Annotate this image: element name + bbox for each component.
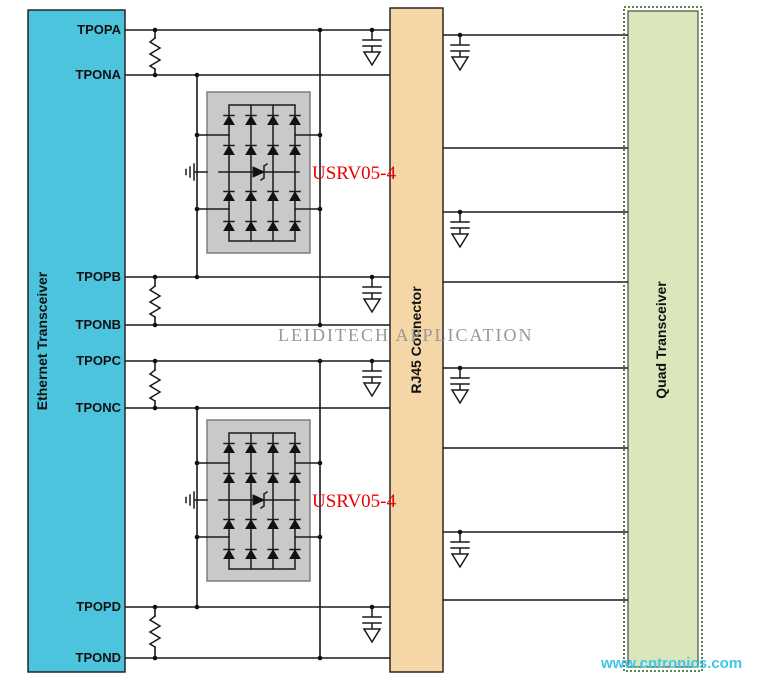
junction-dot bbox=[457, 529, 463, 535]
junction-dot bbox=[194, 405, 200, 411]
ethernet-transceiver-block: Ethernet Transceiver TPOPA TPONA TPOPB T… bbox=[27, 9, 126, 673]
junction-dot bbox=[194, 274, 200, 280]
tvs-bottom-part-number: USRV05-4 bbox=[312, 491, 396, 512]
tvs-array-bottom bbox=[185, 419, 321, 582]
junction-dot bbox=[152, 274, 158, 280]
watermark-site: www.cntronics.com bbox=[600, 655, 742, 672]
ethernet-pin-labels: TPOPA TPONA TPOPB TPONB TPOPC TPONC TPOP… bbox=[76, 22, 122, 665]
pin-label-tponb: TPONB bbox=[76, 317, 122, 332]
rj45-connector-label: RJ45 Connector bbox=[408, 286, 424, 394]
tvs-branch-wires bbox=[196, 29, 321, 659]
junction-dot bbox=[457, 209, 463, 215]
junction-dot bbox=[317, 27, 323, 33]
tvs-array-top bbox=[185, 91, 321, 254]
junction-dot bbox=[457, 32, 463, 38]
junction-dot bbox=[317, 206, 323, 212]
quad-transceiver-dotted-border bbox=[623, 6, 703, 672]
rj45-to-quad-wires bbox=[442, 34, 629, 601]
resistor-symbol bbox=[149, 369, 161, 402]
pin-label-tpopd: TPOPD bbox=[76, 599, 121, 614]
quad-transceiver-label: Quad Transceiver bbox=[653, 281, 669, 399]
quad-transceiver-body bbox=[627, 10, 699, 668]
junction-dot bbox=[317, 322, 323, 328]
capacitor-ground-icon bbox=[362, 29, 382, 66]
junction-dot bbox=[317, 358, 323, 364]
junction-dot bbox=[369, 274, 375, 280]
capacitor-ground-icon bbox=[362, 606, 382, 643]
junction-dot bbox=[369, 27, 375, 33]
capacitor-ground-icon bbox=[450, 531, 470, 568]
tvs-bottom-pin-stubs bbox=[196, 462, 321, 538]
ethernet-transceiver-label: Ethernet Transceiver bbox=[34, 271, 50, 410]
junction-dot bbox=[317, 132, 323, 138]
capacitor-ground-icon bbox=[450, 367, 470, 404]
resistor-symbol bbox=[149, 285, 161, 318]
tvs-top-pin-stubs bbox=[196, 134, 321, 210]
junction-dot bbox=[152, 27, 158, 33]
pin-label-tpond: TPOND bbox=[76, 650, 122, 665]
pin-label-tpopa: TPOPA bbox=[77, 22, 121, 37]
junction-dot bbox=[317, 534, 323, 540]
transceiver-to-rj45-wires bbox=[124, 29, 391, 659]
junction-dot bbox=[194, 460, 200, 466]
tvs-top-part-number: USRV05-4 bbox=[312, 163, 396, 184]
junction-dot bbox=[152, 405, 158, 411]
junction-dot bbox=[317, 655, 323, 661]
capacitor-ground-icon bbox=[450, 211, 470, 248]
junction-dot bbox=[152, 358, 158, 364]
ethernet-transceiver-body bbox=[27, 9, 126, 673]
capacitor-ground-icon bbox=[362, 276, 382, 313]
junction-dot bbox=[194, 72, 200, 78]
junction-dot bbox=[152, 655, 158, 661]
pin-label-tpona: TPONA bbox=[76, 67, 122, 82]
capacitor-ground-icon bbox=[450, 34, 470, 71]
resistor-symbol bbox=[149, 615, 161, 648]
junction-dot bbox=[194, 534, 200, 540]
rj45-connector-block: RJ45 Connector bbox=[389, 7, 444, 673]
termination-resistors bbox=[149, 29, 161, 659]
capacitor-ground-icon bbox=[362, 360, 382, 397]
junction-dot bbox=[369, 358, 375, 364]
junction-dot bbox=[152, 72, 158, 78]
junction-dot bbox=[194, 206, 200, 212]
resistor-symbol bbox=[149, 37, 161, 70]
quad-transceiver-block: Quad Transceiver bbox=[623, 6, 703, 672]
pin-label-tponc: TPONC bbox=[76, 400, 122, 415]
junction-dot bbox=[317, 460, 323, 466]
junction-dot bbox=[152, 604, 158, 610]
junction-dot bbox=[457, 365, 463, 371]
pin-label-tpopc: TPOPC bbox=[76, 353, 121, 368]
rj45-connector-body bbox=[389, 7, 444, 673]
junction-dot bbox=[194, 132, 200, 138]
junction-dot bbox=[194, 604, 200, 610]
quad-side-cap-grounds bbox=[450, 34, 470, 568]
watermark-center: LEIDITECH APPLICATION bbox=[278, 325, 534, 345]
junction-dots bbox=[152, 27, 463, 661]
junction-dot bbox=[152, 322, 158, 328]
pin-label-tpopb: TPOPB bbox=[76, 269, 121, 284]
junction-dot bbox=[369, 604, 375, 610]
